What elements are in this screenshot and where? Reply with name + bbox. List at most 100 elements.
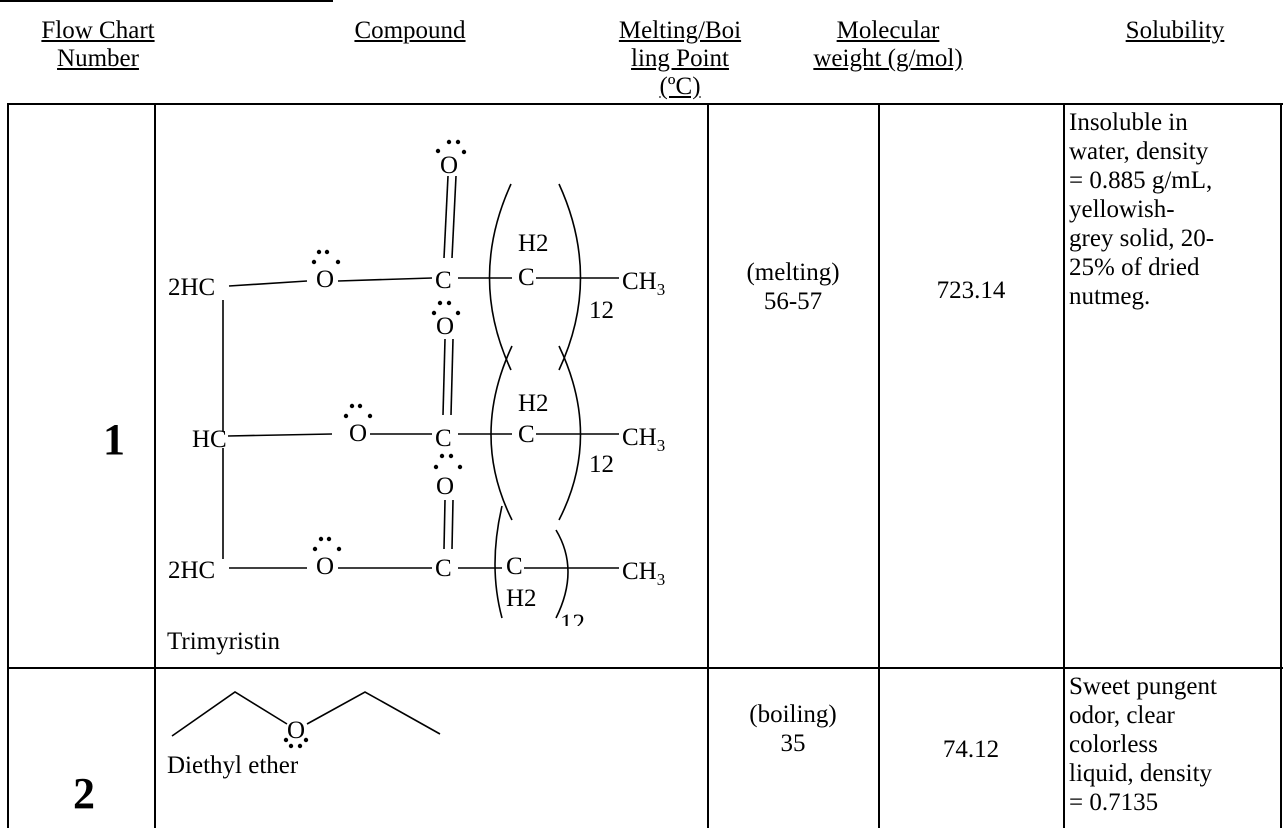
row-2-sol-line: Sweet pungent: [1069, 673, 1217, 700]
lone-pair-dot: [324, 249, 330, 255]
lone-pair-dot: [349, 403, 355, 409]
lone-pair-dot: [446, 139, 452, 145]
lone-pair-dot: [336, 546, 342, 552]
repeat-count-3: 12: [560, 610, 585, 626]
repeat-count-1: 12: [589, 297, 614, 324]
carbonyl-oxygen-1: O: [440, 152, 458, 179]
row-2-sol-line: colorless: [1069, 731, 1158, 758]
lone-pair-dot: [455, 310, 461, 316]
lone-pair-dot: [335, 259, 341, 265]
lone-pair-dot: [297, 743, 303, 749]
header-flow-line-1: Flow Chart: [41, 17, 155, 44]
lone-pair-dot: [435, 148, 441, 154]
row-1-point: (melting) 56-57: [710, 258, 876, 316]
header-melting-boiling: Melting/Boi ling Point (ºC): [595, 17, 765, 101]
row-2-number: 2: [73, 769, 95, 818]
header-mw-line-1: Molecular: [836, 17, 940, 44]
ch-left-label: HC: [192, 426, 227, 453]
row-1-sol-line: grey solid, 20-: [1069, 225, 1215, 252]
lone-pair-dot: [461, 149, 467, 155]
ch2-carbon-2: C: [518, 421, 535, 448]
methyl-2: CH3: [622, 424, 665, 455]
carbonyl-oxygen-2: O: [436, 313, 454, 340]
row-2-point: (boiling) 35: [710, 700, 876, 758]
row-2-point-type: (boiling): [749, 701, 837, 728]
row-2-sol-line: liquid, density: [1069, 760, 1213, 787]
lone-pair-dot: [357, 403, 363, 409]
ch2-h2-3: H2: [506, 585, 537, 612]
row-2-point-value: 35: [780, 730, 806, 757]
lone-pair-dot: [448, 453, 454, 459]
ester-oxygen-3: O: [316, 553, 334, 580]
header-flow-chart-number: Flow Chart Number: [18, 17, 178, 73]
row-1-point-type: (melting): [746, 259, 840, 286]
repeat-count-2: 12: [589, 451, 614, 478]
lone-pair-dot: [439, 453, 445, 459]
carbonyl-carbon-2: C: [435, 425, 452, 452]
col-border-3: [878, 103, 880, 828]
lone-pair-dot: [433, 464, 439, 470]
lone-pair-dot: [446, 300, 452, 306]
row-1-compound-name: Trimyristin: [167, 628, 281, 655]
col-border-2: [707, 103, 709, 828]
col-border-right: [1280, 103, 1282, 828]
row-1-sol-line: water, density: [1069, 138, 1209, 165]
ester-oxygen-2: O: [349, 420, 367, 447]
ch2-left-label-2: 2HC: [168, 557, 215, 584]
header-flow-line-2: Number: [57, 45, 139, 72]
carbonyl-carbon-3: C: [435, 555, 452, 582]
header-compound: Compound: [354, 17, 466, 44]
lone-pair-dot: [288, 743, 294, 749]
row-2-sol-line: = 0.7135: [1069, 789, 1159, 816]
row-1-point-value: 56-57: [763, 288, 823, 315]
carbonyl-carbon-1: C: [435, 267, 452, 294]
header-mp-line-1: Melting/Boi: [618, 17, 742, 44]
col-border-left: [7, 103, 9, 828]
ch2-carbon-3: C: [506, 553, 523, 580]
row-1-sol-line: = 0.885 g/mL,: [1069, 167, 1213, 194]
lone-pair-dot: [455, 139, 461, 145]
header-mw-line-2: weight (g/mol): [813, 45, 963, 72]
table-top-border: [7, 103, 1283, 105]
lone-pair-dot: [312, 546, 318, 552]
row-1-molecular-weight: 723.14: [936, 277, 1006, 304]
header-molecular-weight: Molecular weight (g/mol): [788, 17, 988, 73]
row-2-solubility: Sweet pungent odor, clear colorless liqu…: [1069, 672, 1281, 817]
methyl-3: CH3: [622, 558, 665, 589]
row-1-number: 1: [103, 415, 125, 464]
ether-oxygen: O: [287, 717, 305, 744]
carbonyl-oxygen-3: O: [436, 473, 454, 500]
row-1-sol-line: yellowish-: [1069, 196, 1175, 223]
top-rule: [0, 0, 333, 2]
ch2-h2-2: H2: [518, 390, 549, 417]
lone-pair-dot: [316, 249, 322, 255]
ch2-left-label-1: 2HC: [168, 274, 215, 301]
row-2-molecular-weight: 74.12: [942, 736, 1000, 763]
header-mp-line-2: ling Point: [631, 45, 729, 72]
lone-pair-dot: [318, 536, 324, 542]
lone-pair-dot: [367, 413, 373, 419]
row-separator: [7, 667, 1283, 669]
ch2-carbon-1: C: [518, 264, 535, 291]
lone-pair-dot: [457, 464, 463, 470]
col-border-1: [154, 103, 156, 828]
ester-oxygen-1: O: [316, 266, 334, 293]
lone-pair-dot: [311, 259, 317, 265]
lone-pair-dot: [343, 413, 349, 419]
header-solubility: Solubility: [1125, 17, 1225, 44]
lone-pair-dot: [431, 310, 437, 316]
ch2-h2-1: H2: [518, 230, 549, 257]
lone-pair-dot: [283, 737, 289, 743]
diethyl-ether-structure: O: [171, 691, 441, 749]
row-2-sol-line: odor, clear: [1069, 702, 1175, 729]
methyl-1: CH3: [622, 268, 665, 299]
row-1-sol-line: 25% of dried: [1069, 254, 1200, 281]
lone-pair-dot: [437, 300, 443, 306]
lone-pair-dot: [326, 536, 332, 542]
header-mp-line-3: (ºC): [659, 73, 701, 100]
lone-pair-dot: [303, 737, 309, 743]
row-2-compound-name: Diethyl ether: [167, 752, 299, 779]
row-1-sol-line: Insoluble in: [1069, 109, 1188, 136]
row-1-sol-line: nutmeg.: [1069, 283, 1151, 310]
trimyristin-structure: 2HC O C O H2 C 12 CH3 HC O C O H2 C 12 C…: [168, 139, 665, 626]
